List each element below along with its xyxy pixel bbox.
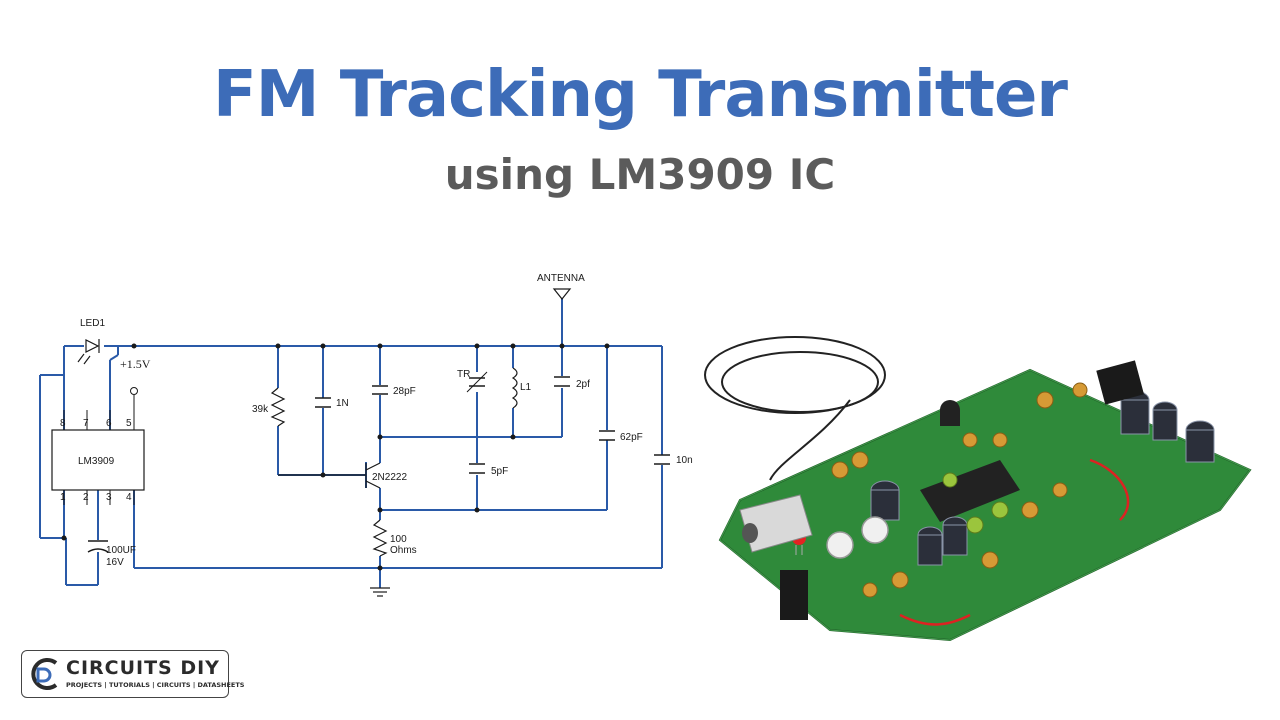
resistor-39k	[270, 387, 286, 427]
ic-pin-6: 6	[106, 418, 112, 429]
supply-label: +1.5V	[120, 357, 151, 371]
resistor-100-unit: Ohms	[390, 545, 417, 556]
cap-100uf-voltage: 16V	[106, 557, 124, 568]
page-subtitle: using LM3909 IC	[444, 150, 836, 199]
cap-100uf-value: 100UF	[106, 545, 136, 556]
inductor-label: L1	[520, 382, 532, 393]
antenna-wire	[704, 336, 886, 481]
ic-pin-1: 1	[60, 492, 66, 503]
trimmer-label: TR	[457, 369, 470, 380]
antenna-label: ANTENNA	[537, 273, 585, 284]
pcb-ic-chip	[920, 460, 1020, 522]
circuit-schematic: LM3909 8 7 6 5 1 2 3 4 LED1 +1.5V 100UF …	[39, 273, 693, 597]
resistor-100-ohms	[372, 519, 388, 557]
transistor-2n2222	[278, 462, 381, 489]
pcb-green-caps	[942, 472, 1009, 534]
led-label: LED1	[80, 318, 105, 329]
page-title: FM Tracking Transmitter	[213, 58, 1068, 132]
inductor-l1	[511, 367, 518, 409]
led-symbol: LED1	[77, 318, 105, 365]
circuits-diy-logo: CIRCUITS DIY PROJECTS | TUTORIALS | CIRC…	[21, 650, 244, 698]
ic-pin-7: 7	[83, 418, 89, 429]
junction-dots	[61, 343, 610, 571]
pcb-transistor	[940, 400, 960, 426]
assembled-pcb-photo	[704, 336, 1252, 642]
lm3909-ic: LM3909 8 7 6 5 1 2 3 4	[51, 387, 145, 505]
capacitor-62pf	[599, 430, 615, 441]
ic-pin-4: 4	[126, 492, 132, 503]
capacitor-28pf-label: 28pF	[393, 386, 416, 397]
ic-pin-3: 3	[106, 492, 112, 503]
ic-pin-5: 5	[126, 418, 132, 429]
pcb-slide-switch	[780, 570, 808, 620]
resistor-100-value: 100	[390, 534, 407, 545]
capacitor-1n-label: 1N	[336, 398, 349, 409]
logo-tagline: PROJECTS | TUTORIALS | CIRCUITS | DATASH…	[66, 681, 245, 689]
capacitor-5pf	[469, 463, 485, 474]
ic-pin-2: 2	[83, 492, 89, 503]
pcb-audio-jack	[739, 494, 813, 553]
pcb-power-jack	[1096, 360, 1144, 405]
logo-name: CIRCUITS DIY	[66, 657, 220, 679]
pcb-red-wire	[1089, 458, 1130, 521]
capacitor-10n-label: 10n	[676, 455, 693, 466]
capacitor-10n	[654, 454, 670, 465]
capacitor-100uf	[87, 540, 109, 553]
ground-symbol	[370, 587, 390, 597]
resistor-39k-label: 39k	[252, 404, 269, 415]
logo-mark-icon	[31, 658, 58, 690]
ic-pin-8: 8	[60, 418, 66, 429]
pcb-trimmers	[826, 516, 889, 559]
ic-label: LM3909	[78, 456, 115, 467]
antenna-symbol	[552, 288, 572, 300]
pcb-capacitors	[870, 390, 1215, 566]
pcb-ceramic-caps	[831, 377, 1118, 598]
trimmer-capacitor	[466, 371, 488, 393]
capacitor-1n	[315, 397, 331, 408]
capacitor-62pf-label: 62pF	[620, 432, 643, 443]
transistor-label: 2N2222	[372, 472, 407, 483]
capacitor-28pf	[372, 385, 388, 395]
capacitor-2pf	[554, 376, 570, 387]
capacitor-2pf-label: 2pf	[576, 379, 590, 390]
capacitor-5pf-label: 5pF	[491, 466, 508, 477]
